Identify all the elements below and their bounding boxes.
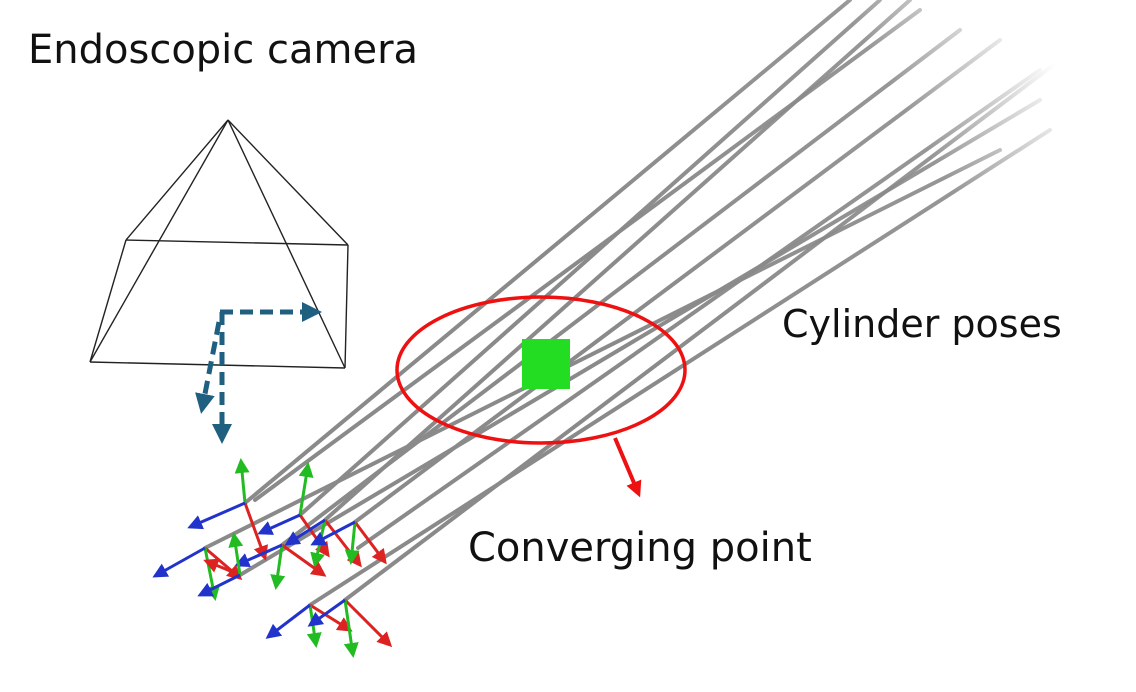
pose-axis-z (152, 546, 206, 578)
cylinder-poses-label: Cylinder poses (782, 302, 1062, 346)
pose-frame (265, 603, 353, 648)
pose-frame (234, 543, 327, 590)
pose-axis-y (234, 458, 250, 504)
cylinder-line (323, 0, 912, 522)
pose-axis-y (344, 521, 360, 565)
cylinder-line (253, 8, 922, 502)
pose-axis-x (281, 543, 327, 577)
pose-axis-z (197, 573, 241, 597)
pose-axis-x (353, 521, 387, 565)
pose-frame (307, 598, 393, 658)
cylinder-line (308, 128, 1052, 607)
highlight-ellipse (395, 295, 687, 445)
pose-axis-x (243, 502, 268, 561)
pose-axis-z (234, 543, 283, 567)
pose-axis-y (270, 544, 286, 590)
cylinder-poses (203, 0, 1062, 607)
converging-point-label: Converging point (468, 525, 812, 571)
pose-axis-y (343, 599, 359, 658)
converging-arrow (613, 437, 642, 498)
pose-axis-x (203, 558, 241, 577)
cylinder-line (343, 58, 1062, 602)
pose-axis-z (257, 513, 301, 535)
pose-axis-z (265, 603, 311, 639)
camera-axes (195, 302, 322, 444)
pose-frame (197, 532, 244, 597)
cylinder-line (356, 68, 1042, 550)
pose-axis-z (284, 518, 326, 546)
pose-axis-z (307, 598, 346, 627)
cylinder-line (238, 98, 1042, 577)
camera-frustum (89, 119, 349, 369)
camera-label: Endoscopic camera (28, 27, 419, 73)
converging-point-marker (522, 339, 570, 389)
pose-frame (310, 520, 387, 565)
pose-frames (152, 458, 393, 658)
cylinder-line (298, 0, 882, 517)
cylinder-line (280, 28, 962, 547)
cylinder-line (203, 148, 1002, 550)
pose-axis-x (343, 598, 393, 648)
pose-axis-y (298, 462, 314, 516)
pose-axis-z (187, 501, 246, 530)
pose-axis-y (228, 532, 244, 576)
pose-frame (187, 458, 268, 561)
pose-axis-x (309, 603, 353, 632)
pose-axis-z (310, 520, 356, 546)
cylinder-line (243, 0, 852, 505)
pose-frame (152, 546, 243, 601)
camera-axis-z (195, 321, 222, 414)
